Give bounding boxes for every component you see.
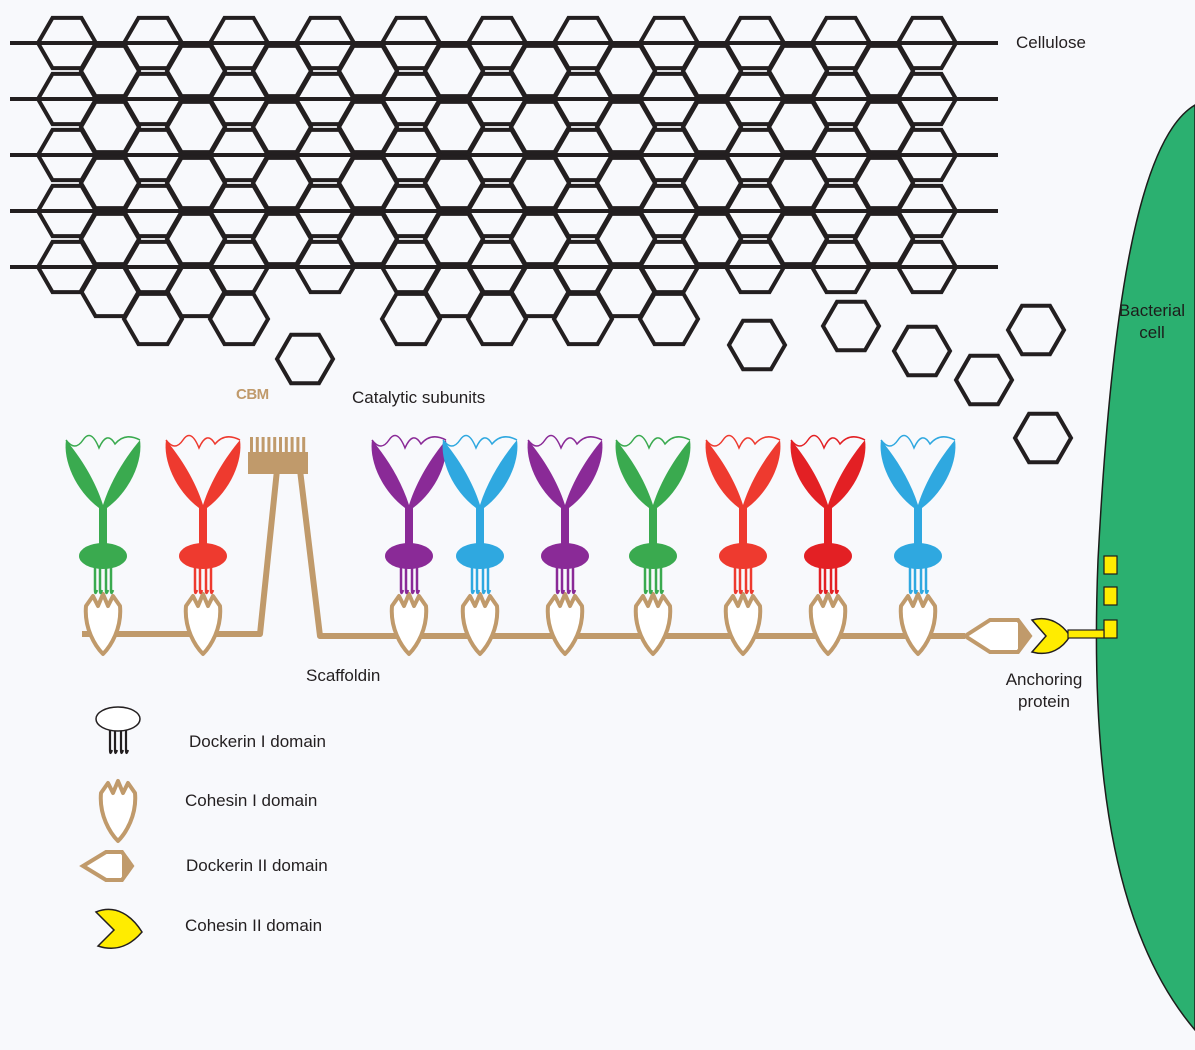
catalytic-subunit	[443, 436, 518, 594]
glucose-ring	[81, 266, 139, 316]
legend-dockerin-i-icon	[96, 707, 140, 753]
catalytic-subunit	[166, 436, 241, 594]
catalytic-subunits-label: Catalytic subunits	[352, 388, 485, 408]
cohesin-i	[392, 594, 426, 654]
glucose-ring	[511, 266, 569, 316]
cbm-label: CBM	[236, 386, 269, 403]
anchoring-label-line1: Anchoring	[994, 669, 1094, 691]
cohesin-i	[86, 594, 120, 654]
legend-dockerin-i-label: Dockerin I domain	[189, 732, 326, 752]
free-glucose-ring	[1015, 414, 1071, 462]
scaffoldin-label: Scaffoldin	[306, 666, 380, 686]
cohesin-i	[811, 594, 845, 654]
cohesin-i	[726, 594, 760, 654]
legend-cohesin-ii-icon	[96, 909, 142, 948]
free-glucose-ring	[1008, 306, 1064, 354]
catalytic-subunit	[66, 436, 141, 594]
legend-cohesin-i-label: Cohesin I domain	[185, 791, 317, 811]
free-glucose-ring	[277, 335, 333, 383]
catalytic-subunits	[66, 436, 956, 655]
bacterial-label-line2: cell	[1112, 322, 1192, 344]
catalytic-subunit	[372, 436, 447, 594]
legend-dockerin-ii-label: Dockerin II domain	[186, 856, 328, 876]
anchoring-protein-pegs	[1104, 556, 1117, 638]
free-glucose-ring	[956, 356, 1012, 404]
catalytic-subunit	[791, 436, 866, 594]
free-glucose-ring	[823, 302, 879, 350]
catalytic-subunit	[706, 436, 781, 594]
anchoring-protein-label: Anchoring protein	[994, 669, 1094, 713]
cohesin-i	[101, 781, 135, 841]
cellulose-lattice	[10, 18, 998, 344]
cohesin-i	[186, 594, 220, 654]
legend-cohesin-i-icon	[101, 781, 135, 841]
cohesin-i	[636, 594, 670, 654]
glucose-ring	[597, 266, 655, 316]
catalytic-subunit	[528, 436, 603, 594]
cohesin-i	[548, 594, 582, 654]
cellulose-label: Cellulose	[1016, 33, 1086, 53]
cohesin-i	[901, 594, 935, 654]
legend-cohesin-ii-label: Cohesin II domain	[185, 916, 322, 936]
glucose-ring	[167, 266, 225, 316]
cohesin-i	[463, 594, 497, 654]
cohesin-ii	[1032, 619, 1070, 654]
free-glucose-ring	[729, 321, 785, 369]
bacterial-label-line1: Bacterial	[1112, 300, 1192, 322]
cbm-block	[248, 452, 308, 474]
legend-dockerin-ii-icon	[83, 852, 134, 880]
free-glucose-ring	[894, 327, 950, 375]
bacterial-cell-label: Bacterial cell	[1112, 300, 1192, 344]
catalytic-subunit	[616, 436, 691, 594]
anchoring-label-line2: protein	[994, 691, 1094, 713]
glucose-ring	[425, 266, 483, 316]
catalytic-subunit	[881, 436, 956, 594]
anchor-linker	[1068, 630, 1104, 638]
legend-icons	[83, 707, 142, 948]
